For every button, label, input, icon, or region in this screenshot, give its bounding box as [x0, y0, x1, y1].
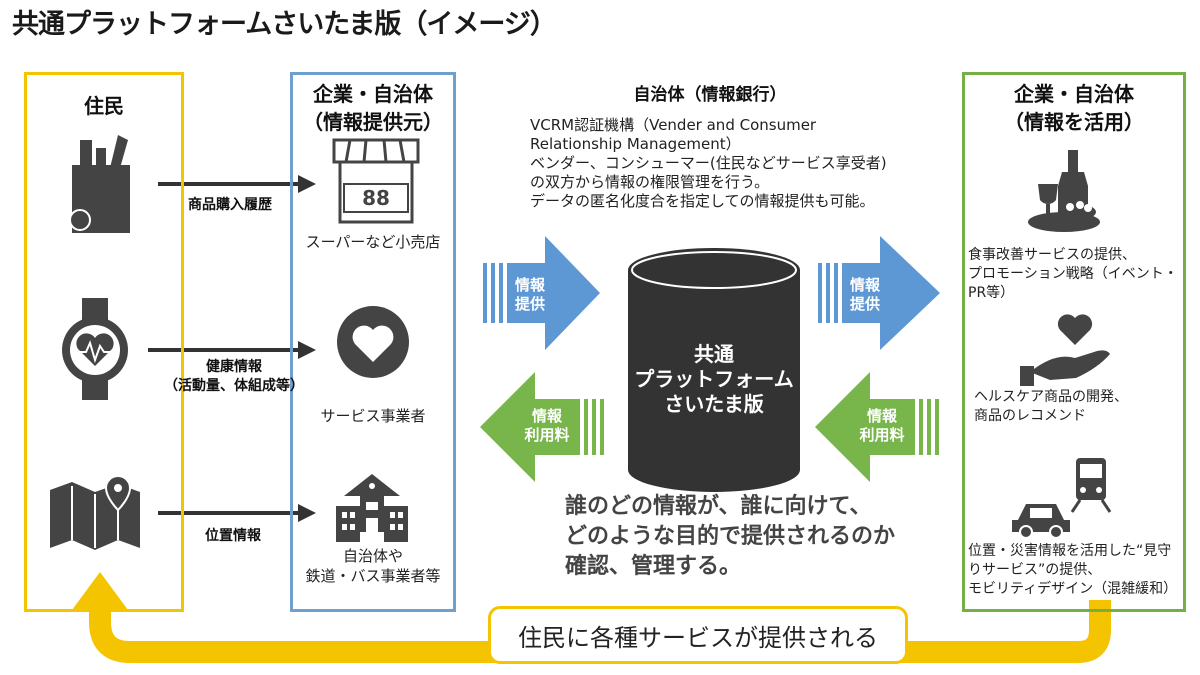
fee-arrow-left [480, 372, 604, 482]
user-label-mobility: 位置・災害情報を活用した“見守りサービス”の提供、 モビリティデザイン（混雑緩和… [968, 543, 1178, 597]
smartwatch-heart-icon [62, 298, 128, 400]
user-label-healthcare: ヘルスケア商品の開発、 商品のレコメンド [974, 389, 1128, 424]
provide-arrow-left [483, 236, 600, 350]
flow-arrow-health [148, 341, 316, 359]
fee-arrow-right [815, 372, 939, 482]
database-label: 共通 プラットフォーム さいたま版 [634, 342, 794, 416]
provider-label-store: スーパーなど小売店 [305, 233, 441, 251]
user-heading-line1: 企業・自治体 [1014, 82, 1134, 106]
heart-circle-icon [337, 306, 409, 378]
svg-text:88: 88 [362, 186, 390, 210]
meal-wine-icon [1028, 150, 1100, 232]
page-title: 共通プラットフォームさいたま版（イメージ） [12, 9, 557, 40]
bank-heading: 自治体（情報銀行） [633, 85, 787, 105]
provider-heading-line1: 企業・自治体 [313, 82, 433, 106]
bank-description: VCRM認証機構（Vender and Consumer Relationshi… [530, 116, 887, 210]
fee-label-right: 情報 利用料 [859, 407, 905, 444]
bank-message: 誰のどの情報が、誰に向けて、 どのような目的で提供されるのか 確認、管理する。 [565, 494, 896, 579]
residents-heading: 住民 [84, 94, 124, 118]
provider-heading-line2: （情報提供元） [303, 110, 443, 134]
return-loop-arrowhead [72, 572, 128, 610]
user-heading-line2: （情報を活用） [1004, 110, 1144, 134]
map-pin-icon [50, 474, 140, 550]
car-train-icon [1012, 458, 1112, 539]
store-icon: 88 [332, 138, 420, 224]
fee-label-left: 情報 利用料 [524, 407, 570, 444]
hand-heart-icon [1020, 314, 1110, 386]
grocery-bag-icon [69, 135, 130, 233]
bottom-message: 住民に各種サービスが提供される [488, 606, 908, 664]
provide-arrow-right [818, 236, 940, 350]
provider-label-service: サービス事業者 [320, 407, 426, 425]
residents-column [24, 72, 184, 612]
flow-label-location: 位置情報 [205, 528, 261, 544]
provider-column [290, 72, 456, 612]
flow-label-health: 健康情報 （活動量、体組成等） [164, 359, 304, 394]
flow-label-purchase: 商品購入履歴 [188, 197, 272, 213]
provide-label-right: 情報 提供 [849, 276, 880, 313]
bottom-message-text: 住民に各種サービスが提供される [518, 623, 878, 652]
building-icon [336, 474, 408, 542]
user-label-meal: 食事改善サービスの提供、 プロモーション戦略（イベント・PR等） [968, 247, 1178, 301]
provide-label-left: 情報 提供 [514, 276, 545, 313]
database-cylinder [628, 248, 800, 492]
user-column [962, 72, 1186, 612]
provider-label-municipality: 自治体や 鉄道・バス事業者等 [305, 547, 441, 585]
